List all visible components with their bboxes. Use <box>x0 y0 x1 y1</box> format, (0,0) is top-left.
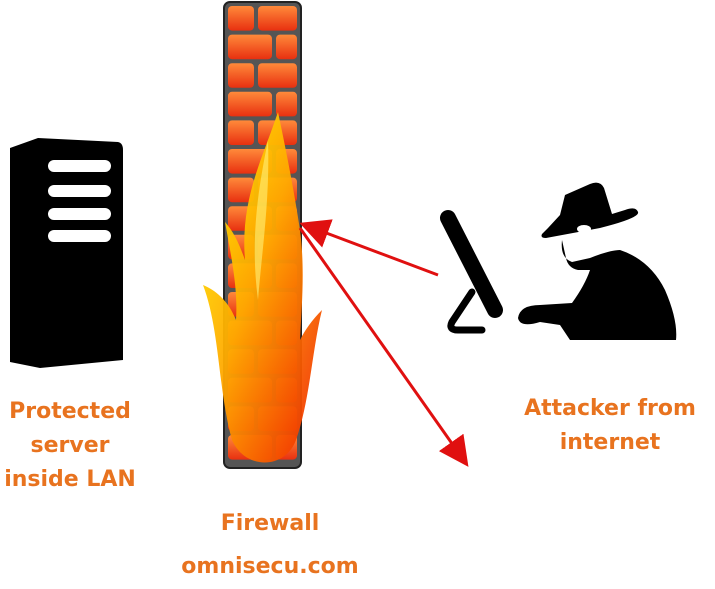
brick <box>228 34 272 60</box>
server-label-line-1: Protected <box>9 399 131 424</box>
fire-icon <box>203 112 322 463</box>
attacker-label: Attacker from internet <box>510 392 710 460</box>
server-tower-icon <box>10 138 123 368</box>
brick <box>276 91 297 117</box>
attacker-label-line-2: internet <box>559 430 661 455</box>
brick <box>228 63 254 88</box>
server-label-line-3: inside LAN <box>4 467 136 492</box>
firewall-label: Firewall <box>220 511 320 536</box>
brick <box>258 6 297 31</box>
attacker-label-line-1: Attacker from <box>524 396 696 421</box>
source-watermark: omnisecu.com <box>181 554 359 579</box>
attack-arrows <box>298 219 469 467</box>
server-label: Protected server inside LAN <box>0 395 140 497</box>
brick <box>228 91 272 117</box>
deflect-arrow <box>298 227 469 467</box>
brick <box>228 6 254 31</box>
monitor-icon <box>440 210 503 334</box>
server-label-line-2: server <box>30 433 110 458</box>
brick <box>276 34 297 60</box>
attack-arrow <box>299 219 439 277</box>
brick <box>258 63 297 88</box>
hacker-icon <box>518 182 677 340</box>
brick <box>228 177 254 203</box>
brick <box>228 120 254 145</box>
